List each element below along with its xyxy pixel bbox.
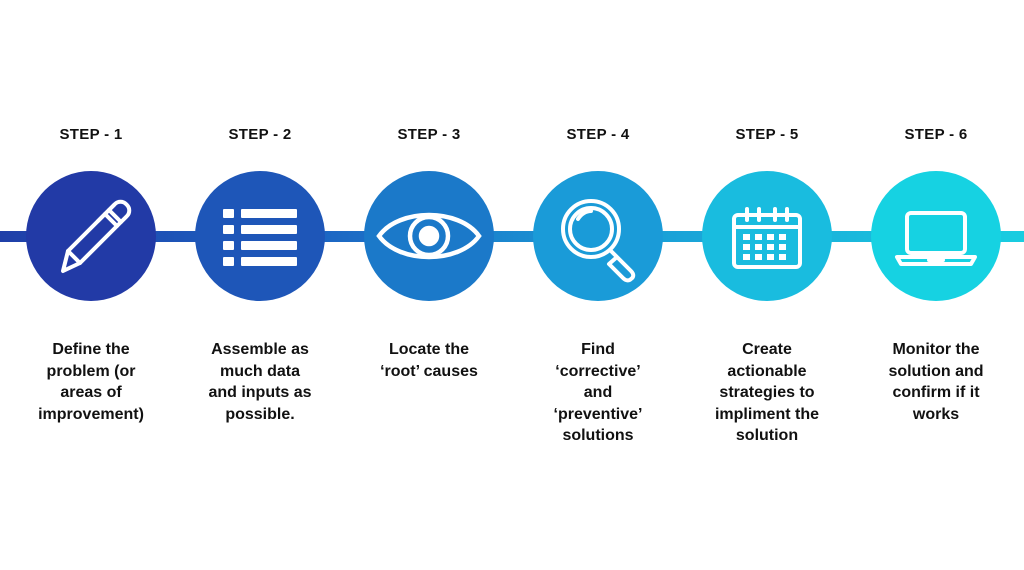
description-line: areas of — [60, 384, 122, 401]
description-line: Create — [742, 341, 792, 358]
description-line: problem (or — [46, 362, 136, 380]
pen-icon — [61, 199, 132, 273]
step-5-label: STEP - 5 — [735, 126, 799, 143]
step-4-description: Find ‘corrective’ and ‘preventive’ solut… — [513, 339, 683, 447]
step-4-label: STEP - 4 — [566, 126, 630, 143]
description-line: ‘root’ causes — [380, 362, 478, 380]
description-line: improvement) — [38, 405, 144, 423]
description-line: works — [912, 405, 960, 423]
description-line: Monitor the — [892, 341, 980, 358]
list-icon — [223, 209, 297, 266]
step-1-label: STEP - 1 — [59, 126, 123, 143]
description-line: solution and — [888, 362, 984, 380]
step-2-label: STEP - 2 — [228, 126, 292, 143]
step-3-circle — [364, 171, 494, 301]
step-6-label: STEP - 6 — [904, 126, 968, 143]
step-5: STEP - 5 — [682, 0, 852, 570]
step-6-description: Monitor the solution and confirm if it w… — [851, 339, 1021, 425]
step-2-circle — [195, 171, 325, 301]
step-1-circle — [26, 171, 156, 301]
description-line: ‘preventive’ — [553, 405, 643, 423]
step-5-description: Create actionable strategies to implimen… — [682, 339, 852, 447]
eye-icon — [376, 212, 482, 260]
description-line: and inputs as — [208, 384, 312, 401]
step-5-circle — [702, 171, 832, 301]
description-line: actionable — [727, 362, 807, 380]
description-line: possible. — [225, 405, 295, 423]
step-4-circle — [533, 171, 663, 301]
description-line: strategies to — [719, 384, 815, 401]
description-line: much data — [219, 362, 300, 380]
calendar-icon — [732, 207, 802, 269]
description-line: impliment the — [714, 405, 819, 423]
description-line: solution — [735, 427, 799, 444]
step-2: STEP - 2 Assemble as much data and input… — [175, 0, 345, 570]
step-1-description: Define the problem (or areas of improvem… — [6, 339, 176, 425]
step-4: STEP - 4 Find ‘corrective’ and ‘preventi… — [513, 0, 683, 570]
timeline-connector — [0, 231, 1024, 242]
step-6-circle — [871, 171, 1001, 301]
step-2-description: Assemble as much data and inputs as poss… — [175, 339, 345, 425]
step-3-description: Locate the ‘root’ causes — [344, 339, 514, 382]
step-3-label: STEP - 3 — [397, 126, 461, 143]
description-line: Assemble as — [211, 341, 309, 358]
description-line: Locate the — [388, 341, 469, 358]
magnifier-icon — [561, 199, 636, 283]
step-3: STEP - 3 Locate the ‘root’ causes — [344, 0, 514, 570]
step-1: STEP - 1 Define the problem (or areas of… — [6, 0, 176, 570]
description-line: solutions — [562, 427, 634, 444]
step-6: STEP - 6 Monitor the solution and confir… — [851, 0, 1021, 570]
description-line: and — [583, 384, 613, 401]
description-line: confirm if it — [892, 384, 980, 401]
laptop-icon — [895, 211, 977, 266]
description-line: Find — [581, 341, 615, 358]
description-line: ‘corrective’ — [555, 362, 641, 380]
description-line: Define the — [52, 341, 130, 358]
